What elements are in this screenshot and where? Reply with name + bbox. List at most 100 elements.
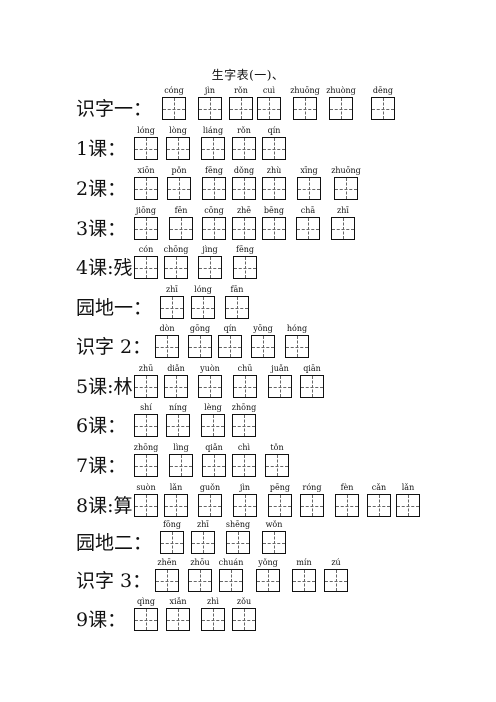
tianzige-box[interactable] bbox=[232, 608, 256, 631]
tianzige-box[interactable] bbox=[292, 569, 316, 592]
tianzige-box[interactable] bbox=[232, 217, 256, 240]
tianzige-box[interactable] bbox=[134, 375, 158, 398]
tianzige-box[interactable] bbox=[134, 137, 158, 160]
tianzige-box[interactable] bbox=[201, 137, 225, 160]
tianzige-box[interactable] bbox=[162, 97, 186, 120]
tianzige-box[interactable] bbox=[265, 454, 289, 477]
tianzige-box[interactable] bbox=[285, 335, 309, 358]
tianzige-box[interactable] bbox=[218, 335, 242, 358]
tianzige-box[interactable] bbox=[324, 569, 348, 592]
tianzige-box[interactable] bbox=[297, 177, 321, 200]
pinyin-text: pēng bbox=[269, 483, 291, 492]
tianzige-box[interactable] bbox=[134, 256, 158, 279]
tianzige-box[interactable] bbox=[155, 569, 179, 592]
character-cell: dòn bbox=[155, 324, 179, 358]
tianzige-box[interactable] bbox=[300, 375, 324, 398]
tianzige-box[interactable] bbox=[164, 375, 188, 398]
tianzige-box[interactable] bbox=[169, 217, 193, 240]
character-cell: zhī bbox=[191, 520, 215, 554]
tianzige-box[interactable] bbox=[262, 137, 286, 160]
character-cell: zhōng bbox=[232, 403, 256, 437]
tianzige-box[interactable] bbox=[251, 335, 275, 358]
tianzige-box[interactable] bbox=[268, 494, 292, 517]
tianzige-box[interactable] bbox=[134, 494, 158, 517]
tianzige-box[interactable] bbox=[229, 97, 253, 120]
tianzige-box[interactable] bbox=[164, 256, 188, 279]
tianzige-box[interactable] bbox=[166, 414, 190, 437]
tianzige-box[interactable] bbox=[300, 494, 324, 517]
tianzige-box[interactable] bbox=[232, 414, 256, 437]
pinyin-text: xiōn bbox=[137, 166, 155, 175]
pinyin-text: zhù bbox=[266, 166, 282, 175]
tianzige-box[interactable] bbox=[232, 177, 256, 200]
tianzige-box[interactable] bbox=[198, 494, 222, 517]
character-cell: zhuōng bbox=[331, 166, 361, 200]
tianzige-box[interactable] bbox=[167, 177, 191, 200]
tianzige-box[interactable] bbox=[331, 217, 355, 240]
tianzige-box[interactable] bbox=[198, 256, 222, 279]
tianzige-box[interactable] bbox=[191, 531, 215, 554]
tianzige-box[interactable] bbox=[233, 494, 257, 517]
tianzige-box[interactable] bbox=[233, 375, 257, 398]
tianzige-box[interactable] bbox=[160, 531, 184, 554]
tianzige-box[interactable] bbox=[134, 608, 158, 631]
tianzige-box[interactable] bbox=[334, 177, 358, 200]
tianzige-box[interactable] bbox=[232, 454, 256, 477]
tianzige-box[interactable] bbox=[329, 97, 353, 120]
page-title: 生字表(一)、 bbox=[211, 68, 285, 82]
tianzige-box[interactable] bbox=[191, 296, 215, 319]
character-cell: yǒng bbox=[256, 558, 280, 592]
tianzige-box[interactable] bbox=[169, 454, 193, 477]
character-cell: lǎn bbox=[164, 483, 188, 517]
pinyin-text: chōng bbox=[163, 245, 189, 254]
tianzige-box[interactable] bbox=[226, 531, 250, 554]
tianzige-box[interactable] bbox=[262, 531, 286, 554]
pinyin-text: hóng bbox=[286, 324, 308, 333]
tianzige-box[interactable] bbox=[198, 375, 222, 398]
tianzige-box[interactable] bbox=[268, 375, 292, 398]
pinyin-text: shí bbox=[140, 403, 152, 412]
tianzige-box[interactable] bbox=[134, 217, 158, 240]
tianzige-box[interactable] bbox=[232, 137, 256, 160]
tianzige-box[interactable] bbox=[134, 454, 158, 477]
tianzige-box[interactable] bbox=[202, 177, 226, 200]
tianzige-box[interactable] bbox=[155, 335, 179, 358]
tianzige-box[interactable] bbox=[335, 494, 359, 517]
tianzige-box[interactable] bbox=[202, 454, 226, 477]
tianzige-box[interactable] bbox=[198, 97, 222, 120]
pinyin-text: zhuōng bbox=[331, 166, 361, 175]
tianzige-box[interactable] bbox=[257, 97, 281, 120]
tianzige-box[interactable] bbox=[188, 335, 212, 358]
character-cell: zǒu bbox=[232, 597, 256, 631]
tianzige-box[interactable] bbox=[134, 177, 158, 200]
character-cell: chuán bbox=[219, 558, 243, 592]
tianzige-box[interactable] bbox=[262, 217, 286, 240]
tianzige-box[interactable] bbox=[160, 296, 184, 319]
character-cell: cóng bbox=[162, 86, 186, 120]
tianzige-box[interactable] bbox=[293, 97, 317, 120]
character-cell: dēng bbox=[371, 86, 395, 120]
tianzige-box[interactable] bbox=[219, 569, 243, 592]
tianzige-box[interactable] bbox=[166, 608, 190, 631]
pinyin-text: xiǎn bbox=[169, 597, 187, 606]
tianzige-box[interactable] bbox=[367, 494, 391, 517]
tianzige-box[interactable] bbox=[201, 608, 225, 631]
tianzige-box[interactable] bbox=[296, 217, 320, 240]
tianzige-box[interactable] bbox=[202, 217, 226, 240]
lesson-label: 1课： bbox=[76, 138, 127, 160]
tianzige-box[interactable] bbox=[188, 569, 212, 592]
tianzige-box[interactable] bbox=[164, 494, 188, 517]
tianzige-box[interactable] bbox=[256, 569, 280, 592]
tianzige-box[interactable] bbox=[225, 296, 249, 319]
tianzige-box[interactable] bbox=[233, 256, 257, 279]
lesson-label: 4课:残 bbox=[76, 257, 133, 279]
tianzige-box[interactable] bbox=[134, 414, 158, 437]
tianzige-box[interactable] bbox=[396, 494, 420, 517]
tianzige-box[interactable] bbox=[262, 177, 286, 200]
tianzige-box[interactable] bbox=[371, 97, 395, 120]
character-cell: shí bbox=[134, 403, 158, 437]
tianzige-box[interactable] bbox=[201, 414, 225, 437]
tianzige-box[interactable] bbox=[166, 137, 190, 160]
